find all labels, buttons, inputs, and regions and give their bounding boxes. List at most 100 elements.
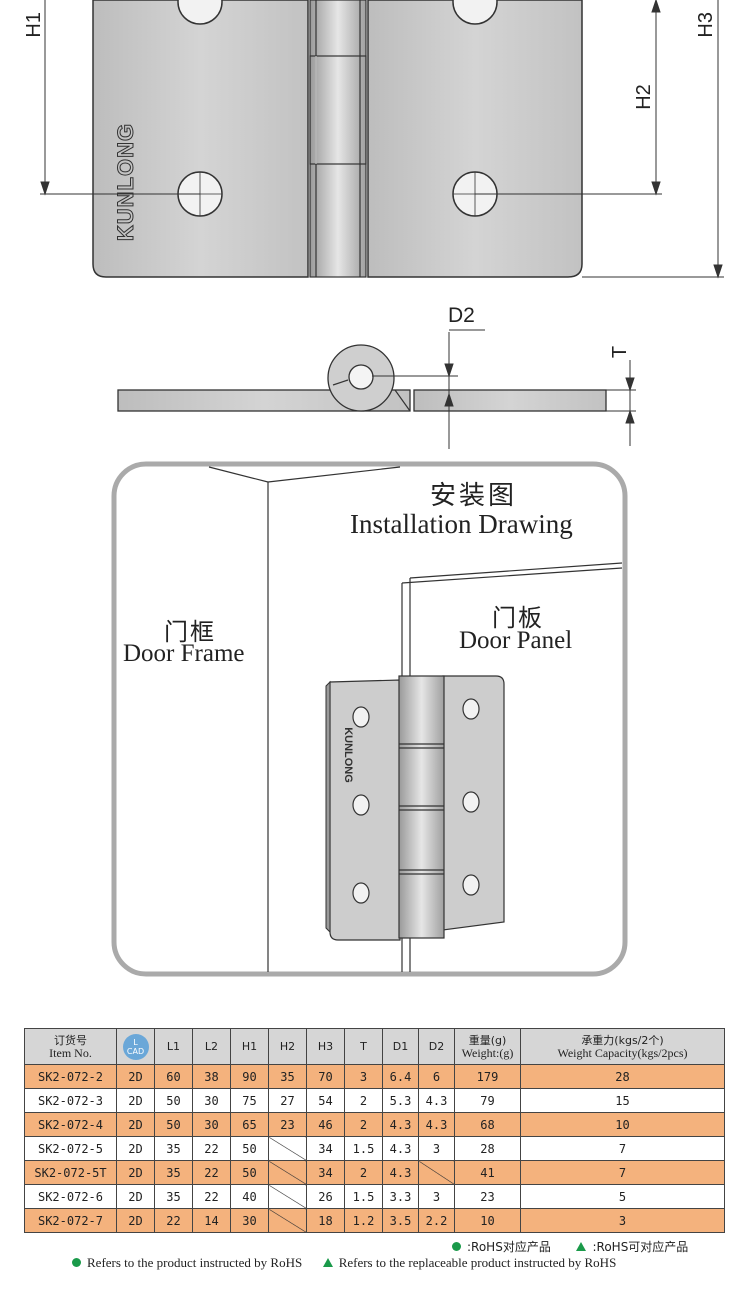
rohs-triangle-icon: [576, 1242, 587, 1251]
header-h1: H1: [230, 1028, 269, 1065]
legend-en: Refers to the product instructed by RoHS…: [72, 1255, 616, 1271]
cell-h1: 65: [230, 1112, 269, 1137]
cell-item: SK2-072-3: [24, 1088, 117, 1113]
cell-d1: 3.5: [382, 1208, 419, 1233]
cell-h2: [268, 1184, 307, 1209]
cell-l2: 22: [192, 1184, 231, 1209]
header-d1: D1: [382, 1028, 419, 1065]
rohs-dot-icon: [72, 1258, 81, 1267]
cell-weight: 68: [454, 1112, 521, 1137]
header-t: T: [344, 1028, 383, 1065]
cell-h3: 34: [306, 1136, 345, 1161]
cell-weight: 10: [454, 1208, 521, 1233]
cell-h3: 46: [306, 1112, 345, 1137]
cell-item: SK2-072-7: [24, 1208, 117, 1233]
cell-d1: 4.3: [382, 1160, 419, 1185]
cell-cad: 2D: [116, 1064, 155, 1089]
cell-h3: 70: [306, 1064, 345, 1089]
dim-d2-label: D2: [448, 304, 475, 327]
cell-h1: 50: [230, 1160, 269, 1185]
cell-cad: 2D: [116, 1136, 155, 1161]
door-panel-cn: 门板: [492, 604, 544, 632]
technical-drawing: H1 H2 H3 KUNLONG D2 T: [23, 0, 724, 977]
cell-l2: 22: [192, 1136, 231, 1161]
cell-d2: 4.3: [418, 1112, 455, 1137]
cell-t: 3: [344, 1064, 383, 1089]
cell-item: SK2-072-6: [24, 1184, 117, 1209]
dim-t-label: T: [609, 346, 631, 358]
cell-t: 2: [344, 1088, 383, 1113]
cell-l1: 35: [154, 1184, 193, 1209]
cell-h2: [268, 1136, 307, 1161]
brand-logo: KUNLONG: [113, 123, 138, 241]
cell-d2: 3: [418, 1136, 455, 1161]
dimension-lines: [40, 0, 724, 279]
cell-h2: 27: [268, 1088, 307, 1113]
cell-capacity: 15: [520, 1088, 725, 1113]
cell-d2: 2.2: [418, 1208, 455, 1233]
cell-capacity: 7: [520, 1136, 725, 1161]
cell-item: SK2-072-2: [24, 1064, 117, 1089]
dim-h3-label: H3: [695, 12, 717, 38]
cell-l2: 14: [192, 1208, 231, 1233]
cell-d1: 4.3: [382, 1112, 419, 1137]
cell-item: SK2-072-5T: [24, 1160, 117, 1185]
dim-h2-label: H2: [633, 84, 655, 110]
cell-cad: 2D: [116, 1208, 155, 1233]
header-h2: H2: [268, 1028, 307, 1065]
cell-h2: [268, 1208, 307, 1233]
cell-l1: 35: [154, 1160, 193, 1185]
cell-d1: 4.3: [382, 1136, 419, 1161]
cell-cad: 2D: [116, 1184, 155, 1209]
cell-t: 2: [344, 1112, 383, 1137]
cell-t: 1.2: [344, 1208, 383, 1233]
cell-h1: 90: [230, 1064, 269, 1089]
cell-item: SK2-072-5: [24, 1136, 117, 1161]
cell-h3: 34: [306, 1160, 345, 1185]
installation-title-en: Installation Drawing: [350, 509, 573, 539]
cell-cad: 2D: [116, 1160, 155, 1185]
cell-capacity: 10: [520, 1112, 725, 1137]
mini-brand-logo: KUNLONG: [342, 727, 354, 783]
cell-item: SK2-072-4: [24, 1112, 117, 1137]
cell-weight: 179: [454, 1064, 521, 1089]
cell-d2: 3: [418, 1184, 455, 1209]
cell-weight: 41: [454, 1160, 521, 1185]
cell-d1: 3.3: [382, 1184, 419, 1209]
cell-l1: 50: [154, 1088, 193, 1113]
cell-h3: 18: [306, 1208, 345, 1233]
cell-t: 2: [344, 1160, 383, 1185]
door-frame-cn: 门框: [164, 618, 216, 646]
cell-d2: [418, 1160, 455, 1185]
hinge-side-view: [117, 344, 607, 412]
cell-l2: 30: [192, 1112, 231, 1137]
cell-l2: 30: [192, 1088, 231, 1113]
door-frame-en: Door Frame: [123, 640, 245, 667]
installation-drawing: KUNLONG: [111, 461, 628, 977]
cell-cad: 2D: [116, 1088, 155, 1113]
header-weight: 重量(g)Weight:(g): [454, 1028, 521, 1065]
cell-h3: 26: [306, 1184, 345, 1209]
header-capacity: 承重力(kgs/2个)Weight Capacity(kgs/2pcs): [520, 1028, 725, 1065]
cell-capacity: 7: [520, 1160, 725, 1185]
cell-cad: 2D: [116, 1112, 155, 1137]
cell-h1: 40: [230, 1184, 269, 1209]
cell-d1: 6.4: [382, 1064, 419, 1089]
door-panel-en: Door Panel: [459, 627, 573, 654]
cell-weight: 28: [454, 1136, 521, 1161]
cell-h2: [268, 1160, 307, 1185]
hinge-front-view: [92, 0, 583, 278]
cell-l2: 38: [192, 1064, 231, 1089]
cell-capacity: 5: [520, 1184, 725, 1209]
